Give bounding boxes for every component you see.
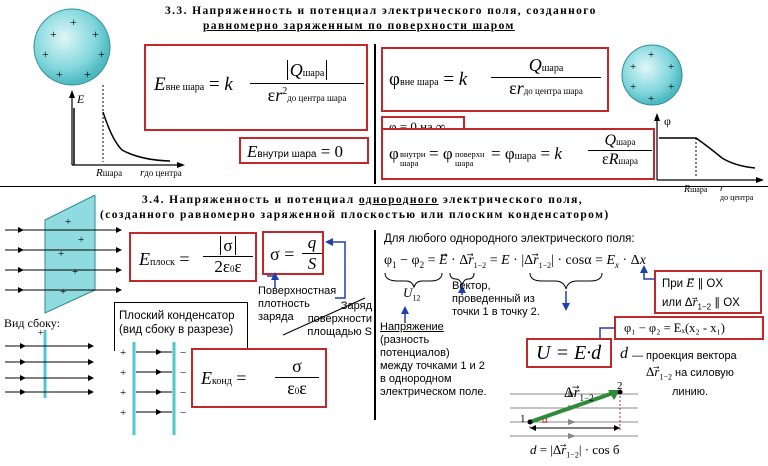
svg-text:+: +	[70, 15, 77, 29]
sigma-arrows	[267, 238, 366, 336]
phi-graph: + + + + + +	[621, 44, 764, 183]
capacitor-label: Плоский конденсатор(вид сбоку в разрезе)	[119, 310, 235, 336]
svg-text:+: +	[42, 47, 49, 61]
svg-text:+: +	[56, 67, 63, 81]
d-note: — проекция вектора Δr⃗1−2 на силовую лин…	[632, 350, 737, 398]
potential-difference-formula: φ1 − φ2 = E⃗ · Δr⃗1−2 = E · |Δr⃗1−2| · c…	[384, 253, 646, 270]
section-33-heading: 3.3. Напряженность и потенциал электриче…	[165, 5, 597, 17]
alpha-label: α	[542, 414, 548, 426]
point-2-label: 2	[617, 380, 623, 392]
svg-text:+: +	[84, 67, 91, 81]
svg-text:+: +	[78, 234, 84, 246]
delta-r-label: Δr⃗1−2	[564, 385, 594, 403]
svg-text:+: +	[72, 266, 78, 278]
svg-text:+: +	[630, 61, 636, 73]
svg-text:−: −	[180, 367, 186, 379]
e-capacitor-formula: Eконд = σ ε0ε	[191, 348, 327, 408]
section-separator	[0, 186, 768, 187]
svg-text:−: −	[180, 347, 186, 359]
charged-sphere-left	[33, 8, 111, 86]
svg-text:+: +	[648, 93, 654, 105]
svg-text:−: −	[180, 407, 186, 419]
svg-text:+: +	[120, 367, 126, 379]
u12-label: U12	[403, 285, 421, 303]
section-33-subheading: равномерно заряженным по поверхности шар…	[203, 20, 515, 32]
section-34-heading: 3.4. Напряженность и потенциал однородно…	[142, 194, 584, 206]
r-sphere-mark-right: Rшара	[684, 184, 708, 195]
svg-text:+: +	[60, 286, 66, 298]
svg-text:+: +	[50, 27, 57, 41]
section-34-divider	[374, 230, 376, 420]
svg-text:+: +	[120, 347, 126, 359]
svg-text:+: +	[120, 407, 126, 419]
point-1-label: 1	[520, 413, 526, 425]
e-graph: +++ ++ ++	[33, 8, 185, 168]
r-sphere-mark: Rшара	[96, 167, 123, 179]
svg-text:+: +	[668, 61, 674, 73]
capacitor-drawing: + + + + − − − −	[120, 342, 186, 435]
d-definition: d = |Δr⃗1−2| · cos б	[530, 442, 620, 460]
section-divider	[374, 44, 376, 184]
side-view-drawing: +	[5, 328, 94, 398]
svg-text:+: +	[58, 248, 64, 260]
svg-text:+: +	[668, 81, 674, 93]
svg-text:+: +	[120, 387, 126, 399]
e-inside-formula: Eвнутри шара = 0	[239, 137, 369, 164]
charged-sphere-right	[621, 44, 683, 106]
svg-text:+: +	[65, 216, 71, 228]
condition-box: При E⃗ ∥ OX или Δr⃗1−2 ∥ OX	[654, 270, 762, 314]
svg-text:−: −	[180, 387, 186, 399]
charged-plane-drawing: + + + + +	[5, 195, 122, 314]
d-symbol: d	[620, 345, 628, 362]
e-plane-formula: Eплоск = σ 2ε0ε	[129, 232, 257, 282]
svg-text:+: +	[38, 328, 44, 339]
svg-text:+: +	[92, 27, 99, 41]
section-34-subheading: (созданного равномерно заряженной плоско…	[100, 209, 610, 221]
svg-text:+: +	[648, 49, 654, 61]
e-outside-formula: Eвне шара = k Qшара εr2до центра шара	[144, 44, 368, 131]
phi-outside-formula: φвне шара = k Qшара εrдо центра шара	[381, 47, 609, 112]
e-axis-label: E	[77, 92, 85, 106]
displacement-diagram	[510, 389, 638, 439]
projection-formula: φ₁ − φ₂ = Eₓ(x₂ - x₁)	[614, 316, 764, 340]
sigma-definition: σ = q S	[262, 231, 324, 275]
svg-text:+: +	[98, 47, 105, 61]
svg-text:+: +	[630, 81, 636, 93]
formula-braces	[384, 265, 658, 323]
capacitor-frame	[114, 302, 248, 351]
side-view-label: Вид сбоку:	[4, 316, 60, 330]
phi-axis-label: φ	[664, 114, 671, 128]
voltage-formula: U = E·d	[526, 338, 612, 368]
uniform-field-label: Для любого однородного электрического по…	[384, 233, 635, 245]
r-axis-label: rдо центра	[140, 167, 182, 179]
